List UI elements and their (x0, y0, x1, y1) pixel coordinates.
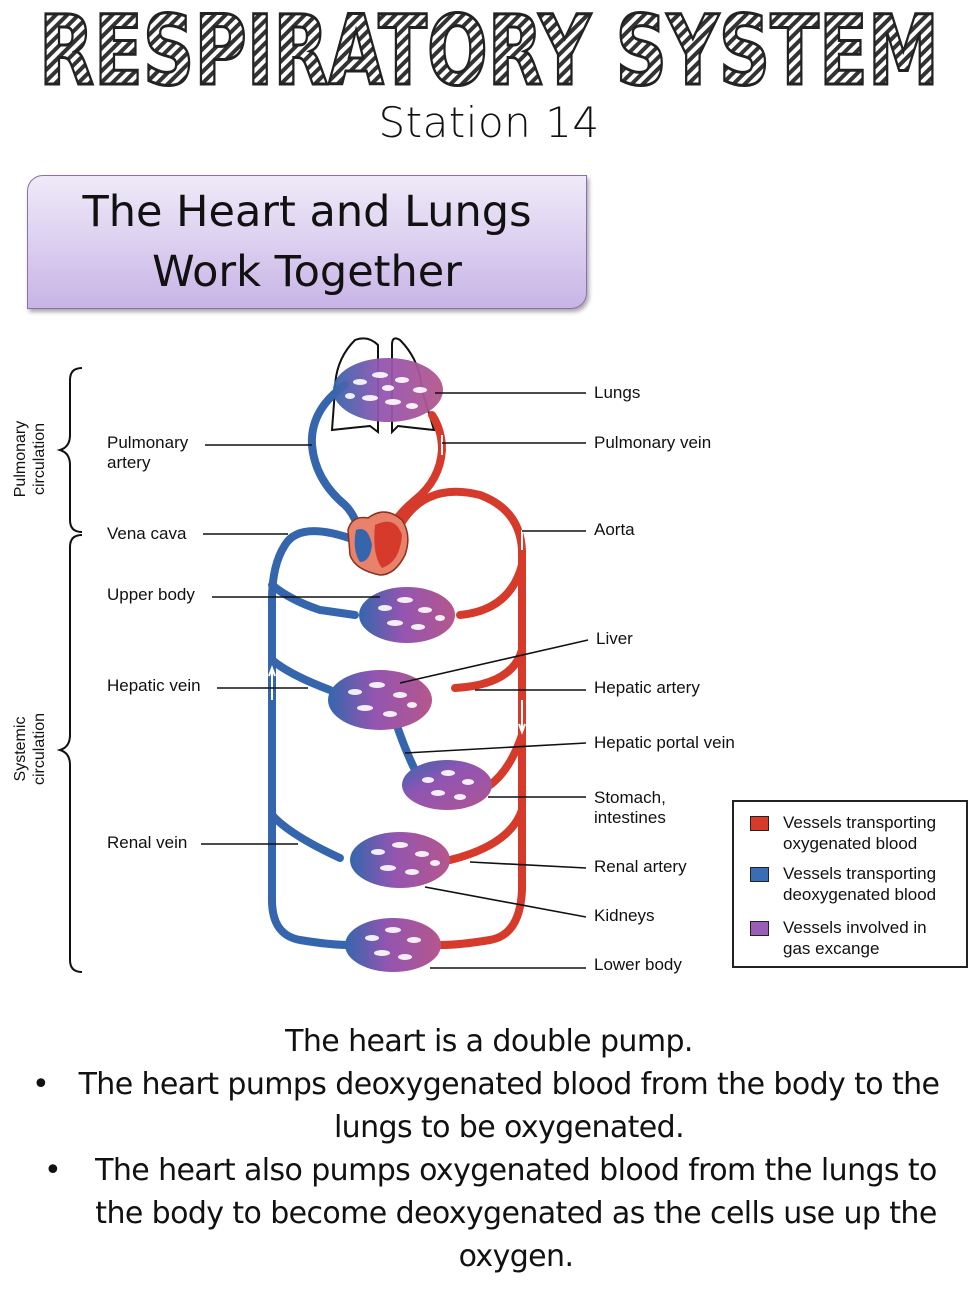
station-label: Station 14 (378, 98, 600, 147)
label-stomach-intestines: Stomach, intestines (594, 788, 666, 827)
lung-capillaries (333, 358, 443, 422)
label-pulmonary-vein: Pulmonary vein (594, 433, 712, 452)
label-renal-vein: Renal vein (107, 833, 188, 852)
oxygenated-swatch (750, 816, 769, 831)
upper-body-artery (456, 561, 526, 619)
label-hepatic-artery: Hepatic artery (594, 678, 700, 697)
label-hepatic-portal-vein: Hepatic portal vein (594, 733, 735, 752)
kidney-capillaries (350, 832, 450, 888)
heading-line-2: Work Together (152, 247, 462, 297)
legend-item-deoxygenated: Vessels transporting deoxygenated blood (750, 863, 936, 905)
deoxygenated-swatch (750, 867, 769, 882)
title-text: RESPIRATORY SYSTEM (39, 4, 939, 96)
label-lower-body: Lower body (594, 955, 682, 974)
pulmonary-circulation-label: Pulmonary circulation (12, 420, 48, 498)
lungs-outline (330, 337, 379, 434)
legend-item-gas-exchange: Vessels involved in gas excange (750, 917, 927, 959)
renal-artery-vessel (446, 806, 526, 864)
bullet-dot-icon: • (32, 1067, 50, 1102)
label-kidneys: Kidneys (594, 906, 655, 925)
heart (347, 511, 409, 576)
liver-capillaries (328, 670, 432, 730)
label-vena-cava: Vena cava (107, 524, 187, 543)
stomach-capillaries (402, 760, 492, 810)
label-renal-artery: Renal artery (594, 857, 687, 876)
leader-lines (201, 392, 589, 969)
label-pulmonary-artery: Pulmonary artery (107, 433, 189, 472)
stomach-artery-vessel (486, 731, 526, 789)
pulmonary-bracket (56, 367, 83, 533)
vena-cava-vessel (268, 527, 359, 949)
heading-line-1: The Heart and Lungs (82, 187, 532, 237)
label-upper-body: Upper body (107, 585, 195, 604)
bullet-dot-icon: • (44, 1153, 62, 1188)
flow-arrows (268, 435, 526, 735)
explanation-text: The heart is a double pump. • The heart … (0, 1020, 978, 1278)
circulation-diagram: Pulmonary circulation Systemic circulati… (0, 330, 978, 990)
upper-body-vein (268, 581, 359, 619)
systemic-bracket (56, 534, 83, 973)
gas-exchange-swatch (750, 921, 769, 936)
bullet-1: • The heart pumps deoxygenated blood fro… (0, 1063, 978, 1149)
renal-vein-vessel (268, 811, 344, 862)
legend: Vessels transporting oxygenated blood Ve… (732, 800, 968, 968)
lower-body-capillaries (345, 918, 441, 972)
systemic-circulation-label: Systemic circulation (12, 712, 48, 786)
label-lungs: Lungs (594, 383, 641, 402)
label-liver: Liver (596, 629, 633, 648)
hepatic-artery-vessel (451, 646, 526, 692)
legend-item-oxygenated: Vessels transporting oxygenated blood (750, 812, 936, 854)
label-aorta: Aorta (594, 520, 635, 539)
hepatic-vein-vessel (268, 656, 334, 694)
upper-body-capillaries (359, 587, 455, 643)
worksheet-title: RESPIRATORY SYSTEM (30, 0, 948, 109)
bullet-2: • The heart also pumps oxygenated blood … (0, 1149, 978, 1278)
section-heading: The Heart and Lungs Work Together (27, 175, 587, 309)
label-hepatic-vein: Hepatic vein (107, 676, 201, 695)
intro-sentence: The heart is a double pump. (285, 1024, 693, 1059)
